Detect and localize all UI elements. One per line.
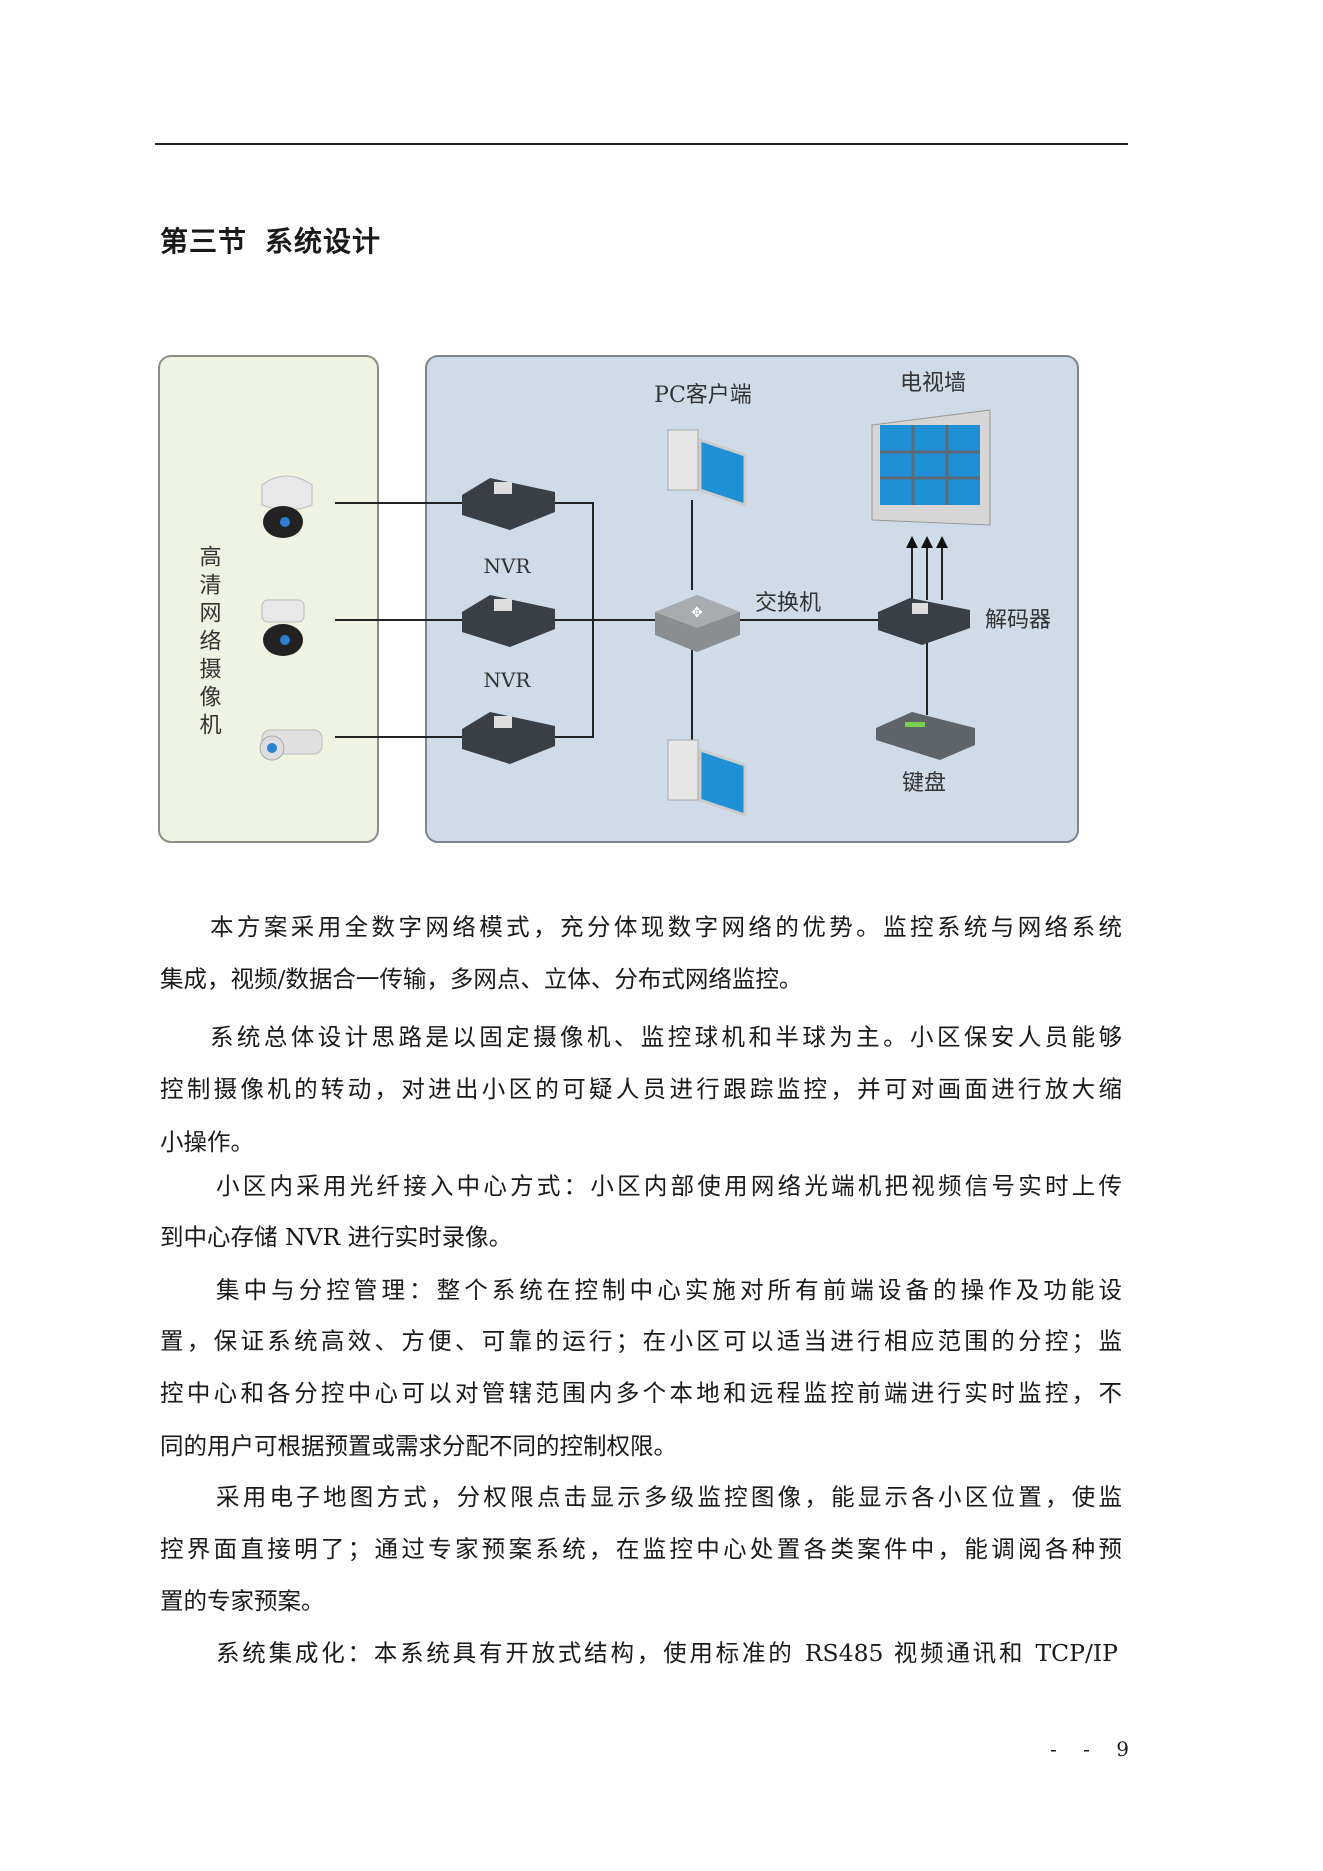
decoder-device-icon (878, 598, 970, 645)
control-keyboard-icon (876, 712, 975, 760)
dome-camera-icon (261, 599, 305, 656)
ptz-dome-camera-icon (261, 475, 313, 538)
svg-text:✥: ✥ (691, 605, 703, 621)
nvr-label-2: NVR (483, 668, 531, 692)
pc-client-icon (667, 429, 747, 508)
bullet-camera-icon (259, 729, 323, 761)
decoder-label: 解码器 (985, 608, 1051, 633)
paragraph-line: 控界面直接明了；通过专家预案系统，在监控中心处置各类案件中，能调阅各种预 (160, 1535, 1122, 1563)
paragraph-line: 系统集成化：本系统具有开放式结构，使用标准的 RS485 视频通讯和 TCP/I… (216, 1639, 1118, 1667)
network-switch-icon: ✥ (655, 595, 740, 652)
video-wall-label: 电视墙 (900, 371, 966, 396)
nvr-device-icon (462, 478, 555, 764)
camera-panel (158, 355, 379, 843)
paragraph-line: 控制摄像机的转动，对进出小区的可疑人员进行跟踪监控，并可对画面进行放大缩 (160, 1075, 1122, 1103)
pc-icon (667, 739, 747, 818)
paragraph-line: 系统总体设计思路是以固定摄像机、监控球机和半球为主。小区保安人员能够 (210, 1023, 1122, 1051)
section-heading: 第三节系统设计 (160, 220, 381, 260)
keyboard-label: 键盘 (902, 771, 946, 796)
header-rule (155, 143, 1128, 145)
paragraph-line: 采用电子地图方式，分权限点击显示多级监控图像，能显示各小区位置，使监 (216, 1483, 1122, 1511)
paragraph-line: 到中心存储 NVR 进行实时录像。 (160, 1223, 513, 1251)
paragraph-line: 置，保证系统高效、方便、可靠的运行；在小区可以适当进行相应范围的分控；监 (160, 1327, 1122, 1355)
paragraph-line: 同的用户可根据预置或需求分配不同的控制权限。 (160, 1432, 677, 1460)
paragraph-line: 置的专家预案。 (160, 1587, 325, 1615)
page-number: - - 9 (1050, 1737, 1139, 1761)
camera-group-label: 高清网络摄像机 (196, 545, 222, 741)
connection-lines (335, 500, 943, 742)
paragraph-line: 本方案采用全数字网络模式，充分体现数字网络的优势。监控系统与网络系统 (210, 913, 1122, 941)
arrow-icons (906, 536, 948, 548)
system-architecture-diagram: 高清网络摄像机 (158, 355, 1079, 843)
switch-label: 交换机 (755, 591, 821, 616)
video-wall-icon (871, 409, 991, 526)
paragraph-line: 集中与分控管理：整个系统在控制中心实施对所有前端设备的操作及功能设 (216, 1276, 1122, 1304)
paragraph-line: 控中心和各分控中心可以对管辖范围内多个本地和远程监控前端进行实时监控，不 (160, 1379, 1122, 1407)
section-number: 第三节 (160, 225, 248, 258)
section-title: 系统设计 (265, 225, 382, 258)
nvr-label-1: NVR (483, 554, 531, 578)
pc-client-label: PC客户端 (654, 383, 752, 408)
paragraph-line: 小操作。 (160, 1128, 254, 1156)
paragraph-line: 小区内采用光纤接入中心方式：小区内部使用网络光端机把视频信号实时上传 (216, 1172, 1122, 1200)
paragraph-line: 集成，视频/数据合一传输，多网点、立体、分布式网络监控。 (160, 965, 803, 993)
